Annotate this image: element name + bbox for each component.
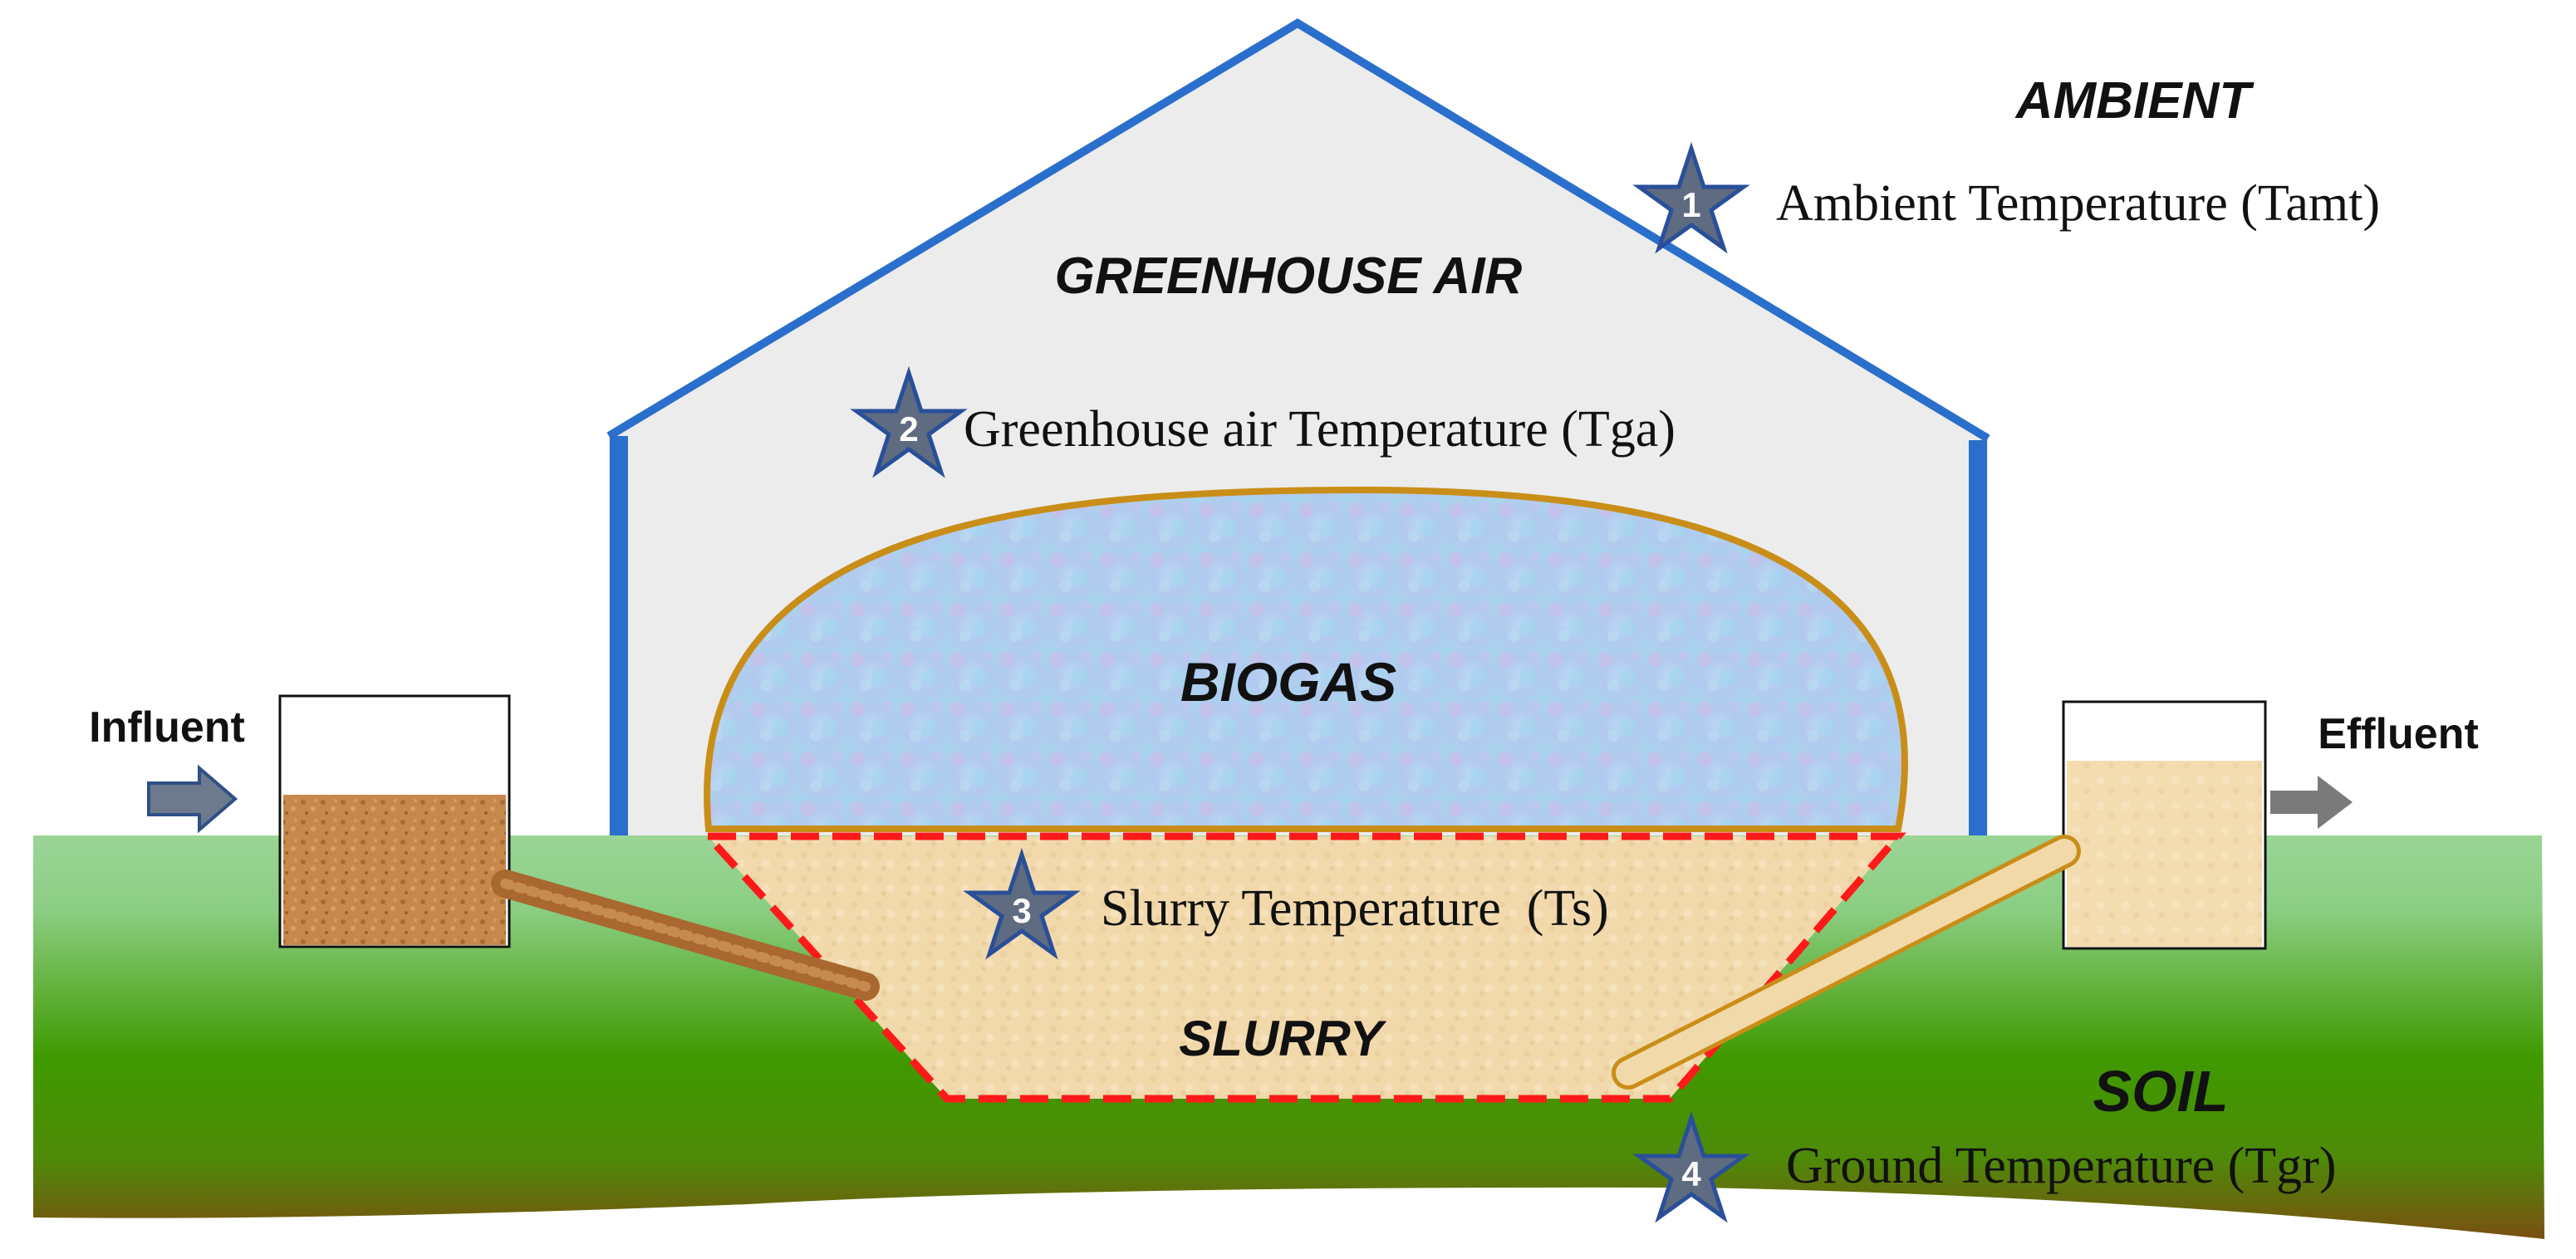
sensor-1-marker: 1: [1632, 141, 1750, 254]
slurry-label: SLURRY: [1179, 1011, 1387, 1066]
star-icon: [1632, 141, 1750, 254]
sensor-3-number: 3: [1012, 891, 1031, 930]
sensor-1-label: Ambient Temperature (Tamt): [1776, 175, 2380, 232]
influent-label: Influent: [89, 703, 245, 752]
star-icon: [850, 365, 968, 478]
influent-content: [283, 795, 506, 945]
greenhouse-left-wall: [610, 436, 628, 841]
sensor-2-number: 2: [899, 409, 918, 448]
star-icon: [963, 847, 1081, 960]
sensor-2-label: Greenhouse air Temperature (Tga): [964, 401, 1676, 458]
sensor-4-number: 4: [1681, 1154, 1701, 1193]
effluent-content: [2067, 761, 2262, 947]
biogas-label: BIOGAS: [1180, 651, 1396, 713]
sensor-3-marker: 3: [963, 847, 1081, 960]
biogas-dome: [704, 486, 1908, 832]
greenhouse-roof: [606, 18, 1990, 443]
ambient-label: AMBIENT: [2014, 72, 2255, 130]
sensor-2-marker: 2: [850, 365, 968, 478]
greenhouse-right-wall: [1969, 440, 1987, 841]
influent-arrow: [147, 764, 238, 834]
greenhouse-air-label: GREENHOUSE AIR: [1055, 247, 1523, 305]
effluent-label: Effluent: [2318, 710, 2479, 758]
sensor-1-number: 1: [1681, 185, 1700, 224]
effluent-pipe: [1616, 839, 2077, 1085]
effluent-arrow: [2270, 776, 2353, 829]
sensor-4-label: Ground Temperature (Tgr): [1786, 1138, 2336, 1194]
influent-pipe-texture: [500, 879, 871, 992]
sensor-3-label: Slurry Temperature (Ts): [1101, 880, 1609, 937]
sensor-4-marker: 4: [1632, 1110, 1750, 1223]
soil-label: SOIL: [2093, 1059, 2228, 1124]
star-icon: [1632, 1110, 1750, 1223]
